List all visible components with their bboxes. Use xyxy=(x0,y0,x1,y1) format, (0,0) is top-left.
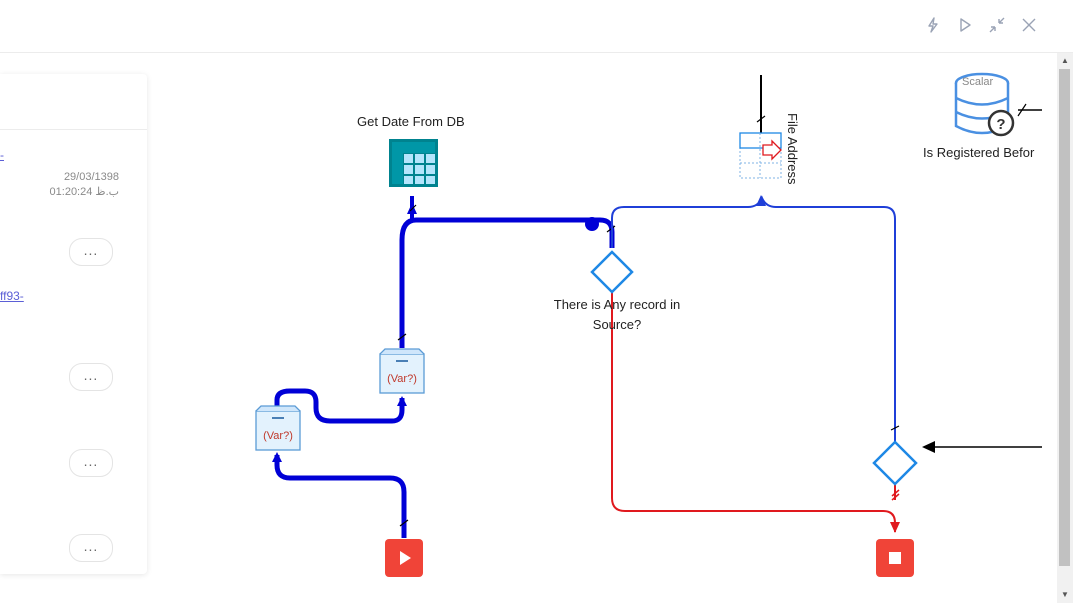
table-icon xyxy=(389,139,438,187)
variable-node[interactable]: (Var?) xyxy=(255,405,301,451)
date-line-1: 29/03/1398 xyxy=(63,171,119,183)
more-button[interactable]: ... xyxy=(69,534,113,562)
item-link-top[interactable]: - xyxy=(0,148,4,162)
file-address-label: File Address xyxy=(785,113,800,185)
more-button[interactable]: ... xyxy=(69,238,113,266)
variable-node[interactable]: (Var?) xyxy=(379,348,425,394)
scroll-thumb[interactable] xyxy=(1059,69,1070,566)
side-panel: - 29/03/1398 01:20:24 ب.ظ ... ff93- ... … xyxy=(0,74,147,574)
condition-1-line1: There is Any record in xyxy=(553,297,681,312)
more-button[interactable]: ... xyxy=(69,449,113,477)
collapse-icon[interactable] xyxy=(986,14,1008,36)
scroll-up-arrow-icon[interactable]: ▲ xyxy=(1061,56,1069,65)
stop-node-button[interactable] xyxy=(876,539,914,577)
vertical-scrollbar[interactable]: ▲ ▼ xyxy=(1057,53,1073,603)
variable-node-text: (Var?) xyxy=(263,430,293,442)
flow-start-to-var1 xyxy=(274,455,407,538)
svg-text:?: ? xyxy=(996,116,1005,133)
condition-diamond-1 xyxy=(590,250,634,294)
close-icon[interactable] xyxy=(1018,14,1040,36)
flow-var1-to-var2 xyxy=(274,388,405,424)
workflow-canvas[interactable]: ? Scalar Get Date From DB Is Registered … xyxy=(0,53,1057,603)
condition-1-line2: Source? xyxy=(592,317,642,332)
play-icon[interactable] xyxy=(954,14,976,36)
stop-icon xyxy=(889,552,901,564)
condition-diamond-2 xyxy=(872,440,918,486)
file-address-icon xyxy=(739,132,782,179)
scroll-down-arrow-icon[interactable]: ▼ xyxy=(1061,590,1069,599)
flow-junction xyxy=(585,217,599,231)
lightning-icon[interactable] xyxy=(922,14,944,36)
panel-divider xyxy=(0,129,147,130)
flow-error xyxy=(611,272,896,532)
item-link-mid[interactable]: ff93- xyxy=(0,289,24,303)
condition-1-label: There is Any record in Source? xyxy=(532,295,702,335)
more-button[interactable]: ... xyxy=(69,363,113,391)
play-icon xyxy=(400,551,411,565)
date-line-2: 01:20:24 ب.ظ xyxy=(49,186,119,198)
scalar-icon-text: Scalar xyxy=(962,76,994,88)
item-date: 29/03/1398 01:20:24 ب.ظ xyxy=(50,170,119,200)
variable-node-text: (Var?) xyxy=(387,373,417,385)
top-toolbar xyxy=(0,0,1073,53)
is-registered-label: Is Registered Befor xyxy=(923,145,1035,160)
scalar-database-icon: ? xyxy=(954,72,1015,137)
get-date-label: Get Date From DB xyxy=(357,114,465,129)
start-node-button[interactable] xyxy=(385,539,423,577)
